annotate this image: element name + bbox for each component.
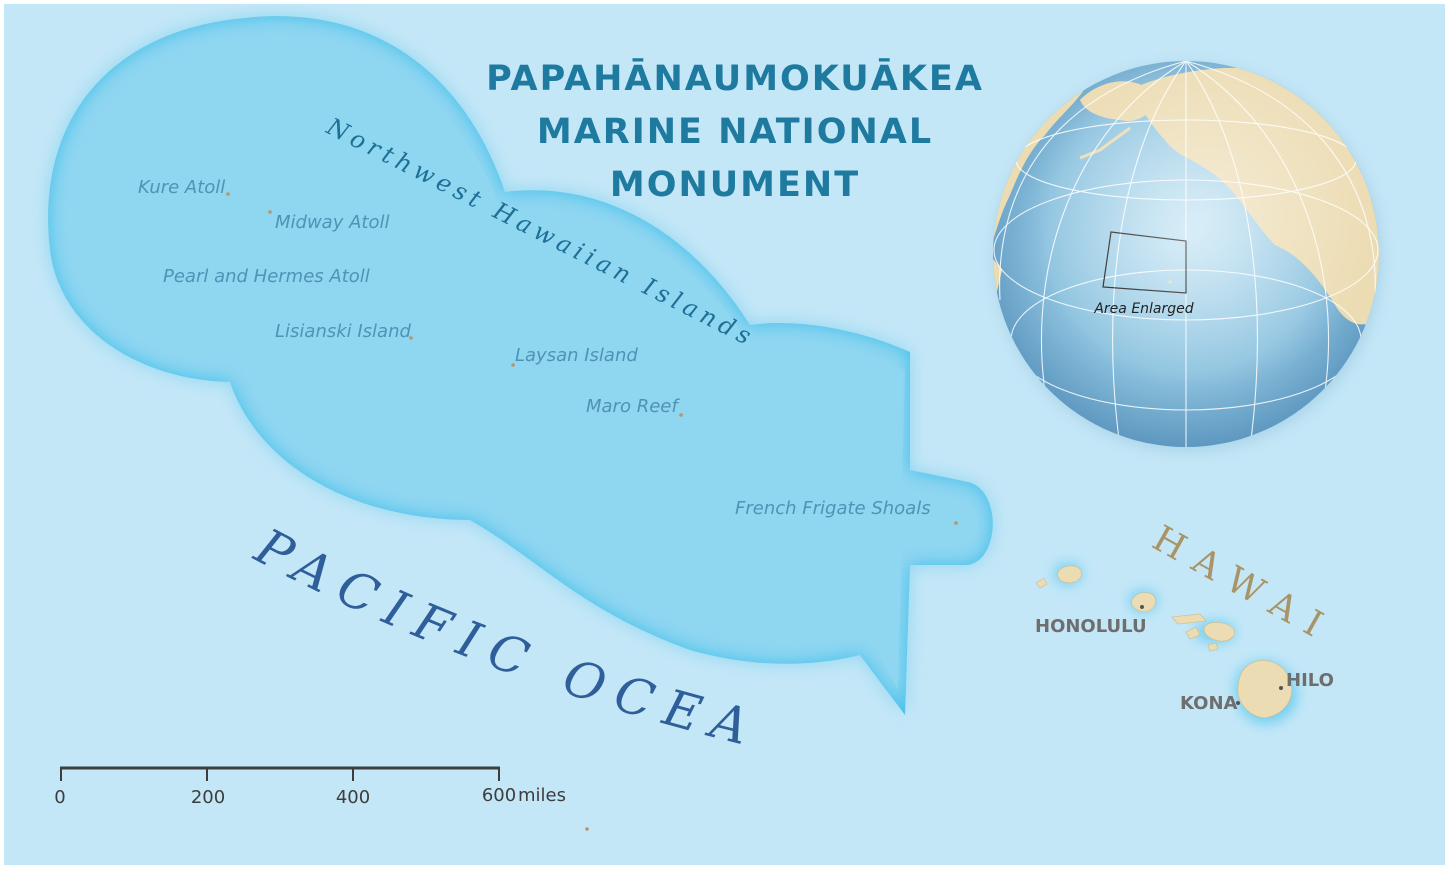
city-dot-kona — [1236, 701, 1240, 705]
island-dot-lisianski — [409, 336, 413, 340]
globe-inset: Area Enlarged — [993, 61, 1382, 452]
island-markers: Kure Atoll Midway Atoll Pearl and Hermes… — [138, 177, 958, 831]
lanai-island — [1185, 626, 1201, 640]
city-label-hilo: HILO — [1286, 670, 1334, 691]
main-hawaiian-islands — [1035, 564, 1297, 724]
kauai-island — [1057, 565, 1082, 584]
hawaii-big-island — [1237, 660, 1292, 719]
island-dot-laysan — [511, 363, 515, 367]
molokai-island — [1171, 613, 1207, 625]
scale-bar: 0 200 400 600 miles — [54, 766, 566, 808]
island-label-maro: Maro Reef — [586, 396, 680, 417]
scale-tick-0: 0 — [54, 787, 65, 808]
scale-tick-600: 600 — [482, 785, 516, 806]
island-dot-kure — [226, 192, 230, 196]
scale-tick-200: 200 — [191, 787, 225, 808]
island-label-lisianski: Lisianski Island — [275, 321, 411, 342]
scale-unit: miles — [518, 785, 566, 806]
city-markers: HONOLULU HILO KONA — [1035, 605, 1334, 714]
map-title: PAPAHĀNAUMOKUĀKEA MARINE NATIONAL MONUME… — [486, 57, 984, 205]
maui-island — [1203, 622, 1235, 642]
area-enlarged-label: Area Enlarged — [1093, 301, 1193, 317]
city-dot-hilo — [1279, 686, 1283, 690]
city-dot-honolulu — [1140, 605, 1144, 609]
island-dot-midway — [268, 210, 272, 214]
title-line-3: MONUMENT — [610, 165, 860, 205]
monument-boundary — [48, 16, 993, 716]
scale-tick-400: 400 — [336, 787, 370, 808]
island-dot-johnston — [585, 827, 589, 831]
island-dot-maro — [679, 413, 683, 417]
island-label-laysan: Laysan Island — [515, 345, 638, 366]
title-line-1: PAPAHĀNAUMOKUĀKEA — [486, 57, 984, 99]
island-label-midway: Midway Atoll — [275, 212, 389, 233]
city-label-honolulu: HONOLULU — [1035, 616, 1147, 637]
island-label-kure: Kure Atoll — [138, 177, 225, 198]
island-label-pearl-hermes: Pearl and Hermes Atoll — [163, 266, 370, 287]
island-label-french-frigate: French Frigate Shoals — [735, 498, 931, 519]
oahu-island — [1131, 592, 1157, 613]
title-line-2: MARINE NATIONAL — [537, 112, 933, 152]
city-label-kona: KONA — [1180, 693, 1238, 714]
island-dot-french-frigate — [954, 521, 958, 525]
niihau-island — [1035, 577, 1048, 589]
kahoolawe-island — [1207, 642, 1219, 652]
